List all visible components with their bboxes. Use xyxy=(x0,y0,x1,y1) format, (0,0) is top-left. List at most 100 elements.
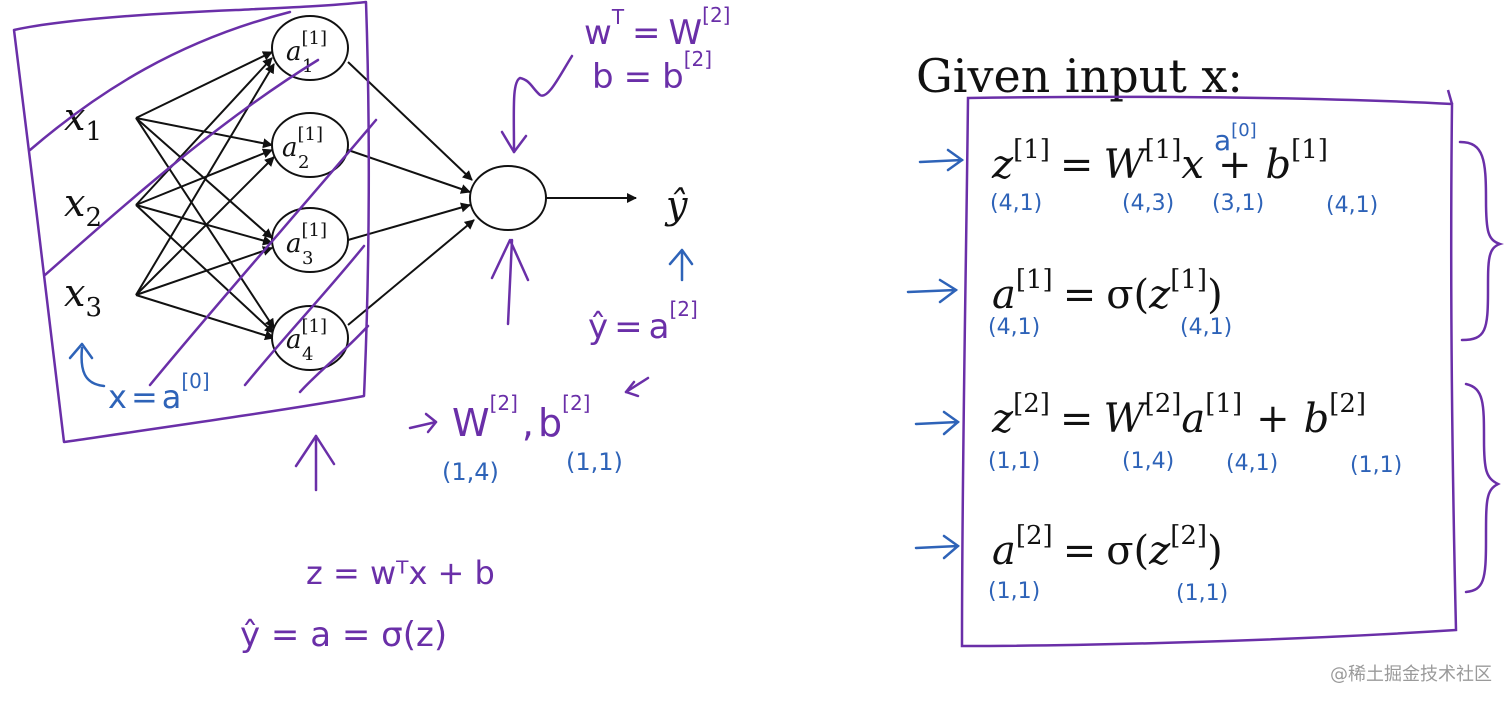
purple-slash-strokes xyxy=(28,10,378,394)
equation-3: z[2]=W[2]a[1]+b[2] (1,1) (1,4) (4,1) (1,… xyxy=(988,389,1402,478)
hidden-layer: a[1] 1 a[1] 2 a[1] 3 a[ xyxy=(271,15,349,371)
purple-arrow-into-b2-head xyxy=(624,380,640,398)
equation-4-text: a[2]=σ(z[2]) xyxy=(992,521,1223,574)
eq3-dim-z: (1,1) xyxy=(988,449,1040,474)
purple-box-equations xyxy=(960,95,1458,648)
eq2-dim-a: (4,1) xyxy=(988,315,1040,340)
equations-panel: Given input x: z[1]=W[1]x+b[1] a[0] (4,1… xyxy=(906,49,1504,648)
annotation-x-eq-a0: x=a[0] xyxy=(108,369,210,416)
edge-a1-out xyxy=(347,61,473,181)
eq3-dim-a: (4,1) xyxy=(1226,451,1278,476)
row-arrow-1 xyxy=(918,148,965,172)
annotation-w-transpose: wT=W[2] xyxy=(584,3,731,53)
row-arrow-3 xyxy=(914,410,961,436)
slash-5 xyxy=(298,324,370,394)
eq3-dim-b: (1,1) xyxy=(1350,453,1402,478)
equation-4: a[2]=σ(z[2]) (1,1) (1,1) xyxy=(988,521,1228,606)
annotation-b2-dim: (1,1) xyxy=(566,448,623,476)
eq1-dim-W: (4,3) xyxy=(1122,191,1174,216)
purple-up-arrow-bottom-head xyxy=(294,434,336,468)
blue-up-arrow-yhat-head xyxy=(668,248,694,266)
purple-squiggle-arrowhead xyxy=(500,130,528,154)
annotation-yhat-eq: ŷ = a = σ(z) xyxy=(240,615,447,655)
annotation-w2-dim: (1,4) xyxy=(442,458,499,486)
edge-x3-a2 xyxy=(135,156,275,296)
blue-hook-arrow-x xyxy=(80,346,106,388)
purple-up-arrow-w2 xyxy=(506,238,514,326)
eq1-dim-z: (4,1) xyxy=(990,191,1042,216)
hidden-node-3-label: a[1] xyxy=(286,220,327,259)
purple-squiggle-arrow xyxy=(512,54,574,154)
network-diagram: x1 x2 x3 a[1] 1 a[1] 2 xyxy=(64,15,688,371)
equation-2-text: a[1]=σ(z[1]) xyxy=(992,265,1223,318)
purple-arrow-into-w2 xyxy=(408,420,438,430)
purple-brace-layer1 xyxy=(1458,140,1504,342)
purple-box-layer1 xyxy=(12,0,371,444)
edge-x2-a2 xyxy=(135,148,273,206)
input-x3: x3 xyxy=(64,271,102,323)
output-label-yhat: ŷ xyxy=(664,183,688,227)
edge-a4-out xyxy=(347,219,475,326)
annotation-w2-b2: W[2],b[2] xyxy=(452,391,590,445)
eq4-dim-a: (1,1) xyxy=(988,579,1040,604)
purple-arrow-into-b2 xyxy=(624,376,650,394)
eq3-dim-W: (1,4) xyxy=(1122,449,1174,474)
edge-a3-out xyxy=(347,202,471,241)
handwritten-annotations xyxy=(12,0,694,492)
annotation-yhat-eq-a2: ŷ=a[2] xyxy=(588,297,698,347)
equation-2: a[1]=σ(z[1]) (4,1) (4,1) xyxy=(988,265,1232,340)
hidden-node-4-circle xyxy=(271,305,349,371)
eq2-dim-z: (4,1) xyxy=(1180,315,1232,340)
edge-x1-a1 xyxy=(135,51,273,119)
input-x2: x2 xyxy=(64,181,102,233)
input-labels: x1 x2 x3 xyxy=(64,95,102,323)
edge-x2-a1 xyxy=(135,57,273,206)
slash-1 xyxy=(28,10,292,152)
equation-1-x-overwrite: a[0] xyxy=(1214,120,1257,157)
output-node xyxy=(469,165,547,231)
edge-x2-a3 xyxy=(135,204,273,246)
slash-2 xyxy=(43,58,320,277)
equation-1-text: z[1]=W[1]x+b[1] xyxy=(991,135,1328,188)
hidden-node-2: a[1] 2 xyxy=(271,112,349,178)
purple-brace-layer2 xyxy=(1464,382,1501,594)
equation-1: z[1]=W[1]x+b[1] a[0] (4,1) (4,3) (3,1) (… xyxy=(990,120,1378,218)
edge-a2-out xyxy=(347,149,471,194)
equation-1-dims: (4,1) (4,3) (3,1) (4,1) xyxy=(990,191,1378,218)
equations-title: Given input x: xyxy=(916,49,1243,103)
blue-row-arrows xyxy=(906,148,965,560)
eq1-dim-x: (3,1) xyxy=(1212,191,1264,216)
purple-box-tick xyxy=(1446,89,1454,105)
equation-3-text: z[2]=W[2]a[1]+b[2] xyxy=(991,389,1366,442)
eq4-dim-z: (1,1) xyxy=(1176,581,1228,606)
edge-x3-a1 xyxy=(135,63,275,296)
hidden-node-1: a[1] 1 xyxy=(271,15,349,81)
edge-x2-a4 xyxy=(135,204,275,334)
slash-3 xyxy=(148,118,378,387)
hidden-node-2-circle xyxy=(271,112,349,178)
input-x1: x1 xyxy=(64,95,102,147)
edge-x1-a4 xyxy=(135,117,275,329)
annotation-z-eq: z = wᵀx + b xyxy=(306,554,495,592)
watermark-text: @稀土掘金技术社区 xyxy=(1330,664,1492,685)
hidden-node-3: a[1] 3 xyxy=(271,207,349,273)
edge-x3-a3 xyxy=(135,246,273,296)
hidden-node-1-circle xyxy=(271,15,349,81)
purple-arrow-into-w2-head xyxy=(424,412,438,434)
slash-4 xyxy=(243,244,366,387)
edge-x3-a4 xyxy=(135,294,275,341)
row-arrow-4 xyxy=(914,534,961,560)
hidden-node-4-sub: 4 xyxy=(302,344,313,365)
hidden-node-2-sub: 2 xyxy=(298,152,309,173)
hidden-node-1-label: a[1] xyxy=(286,28,327,67)
annotation-b-eq: b=b[2] xyxy=(592,47,712,97)
handwritten-text-left: wT=W[2] b=b[2] x=a[0] ŷ=a[2] W[2],b[2] (… xyxy=(108,3,731,655)
input-hidden-connections xyxy=(135,51,275,341)
blue-hook-arrow-x-head xyxy=(68,342,94,360)
eq1-dim-b: (4,1) xyxy=(1326,193,1378,218)
row-arrow-2 xyxy=(906,278,959,304)
hidden-node-3-sub: 3 xyxy=(302,248,313,269)
hidden-node-2-label: a[1] xyxy=(282,124,323,163)
purple-up-arrow-w2-head xyxy=(490,238,530,282)
